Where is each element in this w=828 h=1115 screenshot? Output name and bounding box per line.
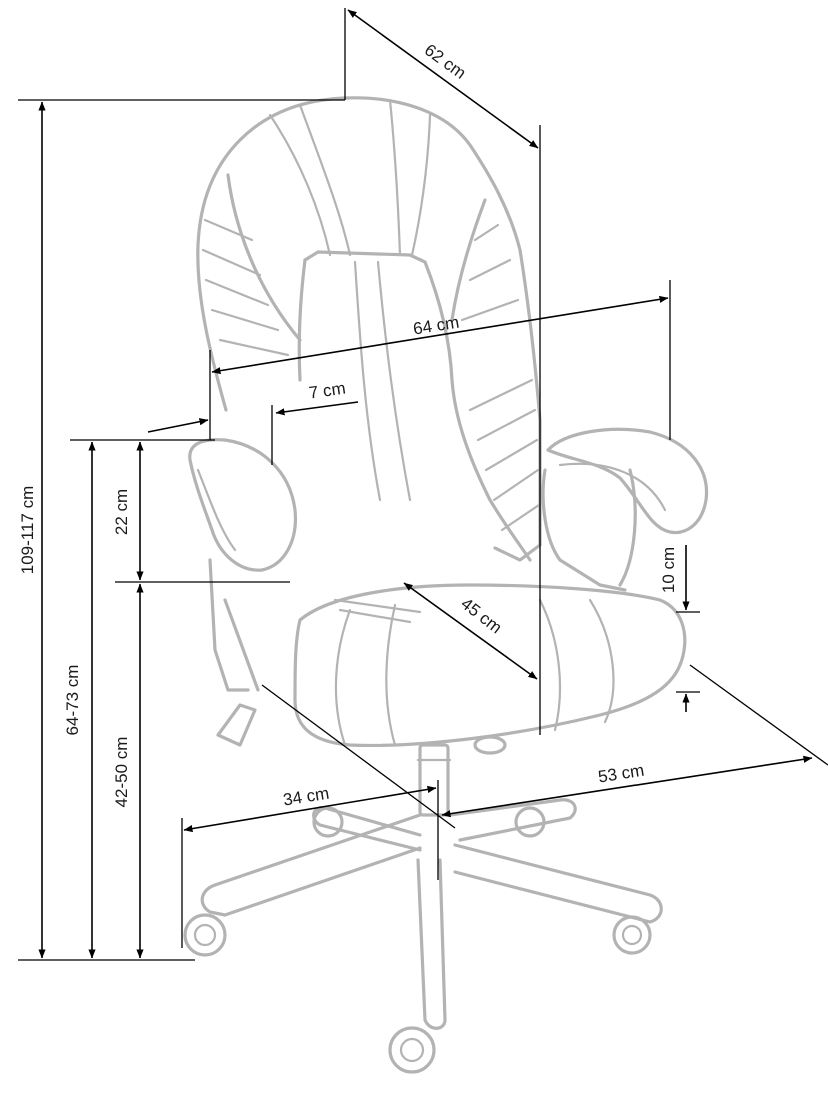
- armrest-height-label: 64-73 cm: [63, 665, 82, 736]
- back-width-label: 64 cm: [412, 313, 461, 339]
- dimension-labels: 109-117 cm 64-73 cm 42-50 cm 22 cm 62 cm…: [18, 40, 678, 809]
- seat-width-label: 62 cm: [421, 40, 470, 83]
- backrest-outline: [196, 96, 542, 562]
- caster: [612, 915, 652, 955]
- seat-depth-label: 45 cm: [457, 594, 505, 637]
- overall-depth-label: 53 cm: [597, 761, 646, 787]
- armrest-width-label: 7 cm: [308, 379, 347, 403]
- base-radius-line: [183, 785, 437, 833]
- total-height-label: 109-117 cm: [18, 486, 37, 575]
- chair-outline: [183, 96, 709, 1074]
- star-base: [200, 798, 663, 1030]
- seat-depth-line: [403, 582, 538, 680]
- caster: [388, 1026, 436, 1074]
- caster: [514, 806, 546, 838]
- backrest-center-panel: [303, 250, 532, 562]
- dimension-lines: [18, 8, 828, 961]
- right-armrest: [546, 427, 709, 535]
- armrest-to-seat-label: 22 cm: [112, 489, 131, 535]
- armrest-width-line-right: [275, 401, 359, 416]
- seat-height-label: 42-50 cm: [112, 737, 131, 808]
- base-radius-label: 34 cm: [282, 784, 331, 810]
- left-armrest: [188, 438, 298, 572]
- caster: [183, 913, 227, 957]
- armrest-thickness-label: 10 cm: [659, 547, 678, 593]
- overall-depth-line: [441, 755, 813, 818]
- armrest-width-line-left: [147, 418, 209, 433]
- back-width-line: [211, 295, 669, 375]
- seat-width-line: [347, 9, 539, 149]
